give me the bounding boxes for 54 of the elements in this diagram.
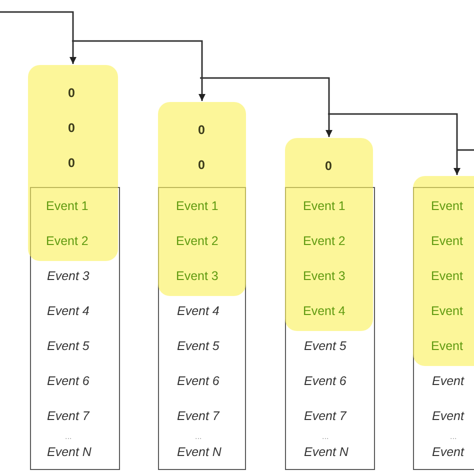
event-list-box: [413, 187, 474, 470]
event-label: Event 3: [47, 268, 90, 284]
connector-arrow: [0, 11, 76, 64]
zero-value: 0: [198, 157, 205, 173]
event-label: Event 6: [47, 372, 90, 388]
event-list-box: [158, 187, 246, 470]
ellipsis: ...: [322, 430, 329, 442]
highlight-box: [28, 65, 118, 261]
event-label: Event 4: [177, 302, 220, 318]
connector-arrow: [72, 40, 206, 101]
event-label: Event N: [47, 444, 92, 460]
ellipsis: ...: [450, 430, 457, 442]
highlight-box: [285, 138, 373, 331]
ellipsis: ...: [195, 430, 202, 442]
event-label: Event 5: [177, 338, 220, 354]
event-label: Event 2: [176, 233, 218, 249]
event-label: Event 2: [46, 233, 88, 249]
event-label: Event: [431, 303, 463, 319]
connector-arrow: [327, 113, 474, 176]
connector-arrow: [200, 77, 332, 137]
event-label: Event 6: [177, 372, 220, 388]
event-list-box: [285, 187, 375, 470]
event-label: Event 4: [303, 303, 346, 319]
event-label: Event 7: [304, 408, 346, 424]
event-label: Event 7: [177, 408, 220, 424]
event-label: Event N: [304, 444, 348, 460]
zero-value: 0: [198, 122, 205, 138]
highlight-box: [158, 102, 246, 296]
event-label: Event 1: [46, 198, 88, 214]
event-label: Event 2: [303, 233, 346, 249]
event-label: Event: [431, 268, 463, 284]
event-label: Event 1: [176, 198, 218, 214]
event-label: Event: [432, 372, 464, 388]
zero-value: 0: [68, 120, 75, 136]
zero-value: 0: [68, 85, 75, 101]
event-label: Event 6: [304, 372, 346, 388]
event-label: Event: [431, 233, 463, 249]
event-label: Event: [432, 444, 464, 460]
event-label: Event 5: [47, 338, 90, 354]
event-label: Event N: [177, 444, 222, 460]
highlight-box: [413, 176, 474, 366]
event-label: Event 3: [303, 268, 346, 284]
event-label: Event: [431, 338, 463, 354]
event-label: Event 3: [176, 268, 218, 284]
zero-value: 0: [68, 155, 75, 171]
event-list-box: [30, 187, 120, 470]
event-label: Event 5: [304, 338, 346, 354]
event-label: Event: [432, 408, 464, 424]
event-label: Event 4: [47, 302, 90, 318]
event-label: Event 1: [303, 198, 346, 214]
ellipsis: ...: [65, 430, 72, 442]
event-label: Event: [431, 198, 463, 214]
zero-value: 0: [325, 158, 332, 174]
event-label: Event 7: [47, 408, 90, 424]
